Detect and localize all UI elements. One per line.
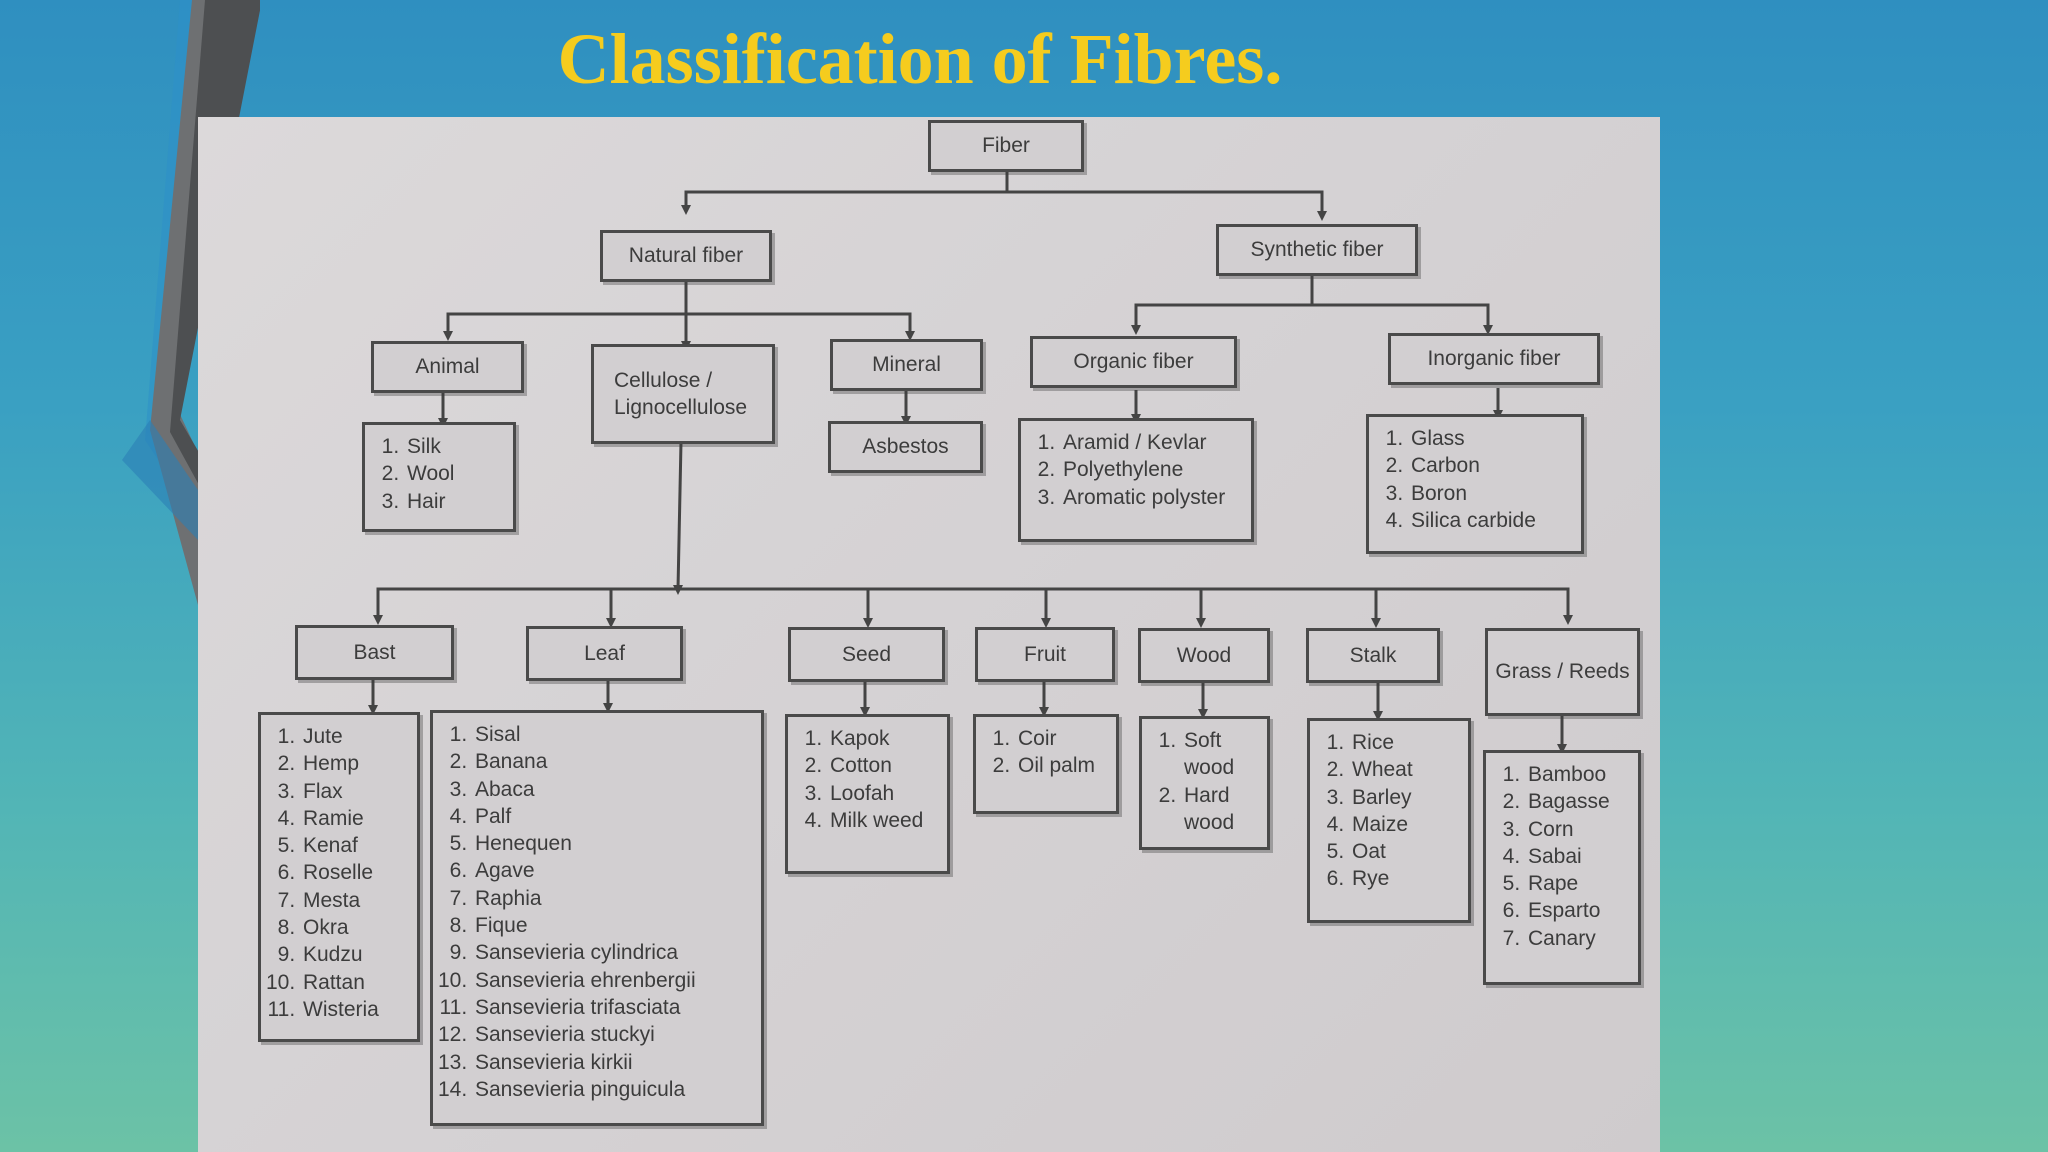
- list-item: Henequen: [473, 830, 755, 857]
- node-natural-fiber: Natural fiber: [600, 230, 772, 282]
- list-item: Silica carbide: [1409, 507, 1575, 534]
- list-animal: Silk Wool Hair: [362, 422, 516, 532]
- list-item: Oat: [1350, 838, 1462, 865]
- list-item: Hard wood: [1182, 782, 1261, 837]
- list-item: Rape: [1526, 870, 1632, 897]
- node-bast: Bast: [295, 625, 454, 680]
- node-inorganic-fiber: Inorganic fiber: [1388, 333, 1600, 385]
- node-wood: Wood: [1138, 628, 1270, 683]
- list-item: Boron: [1409, 480, 1575, 507]
- list-item: Wool: [405, 460, 507, 487]
- list-item: Sabai: [1526, 843, 1632, 870]
- list-item: Hemp: [301, 750, 411, 777]
- list-wood: Soft wood Hard wood: [1139, 716, 1270, 850]
- list-item: Wisteria: [301, 996, 411, 1023]
- node-fiber: Fiber: [928, 120, 1084, 172]
- list-grass-reeds: Bamboo Bagasse Corn Sabai Rape Esparto C…: [1483, 750, 1641, 985]
- list-fruit: Coir Oil palm: [973, 714, 1119, 814]
- list-item: Sansevieria ehrenbergii: [473, 967, 755, 994]
- list-item: Maize: [1350, 811, 1462, 838]
- list-item: Bagasse: [1526, 788, 1632, 815]
- list-organic: Aramid / Kevlar Polyethylene Aromatic po…: [1018, 418, 1254, 542]
- list-item: Ramie: [301, 805, 411, 832]
- list-item: Flax: [301, 778, 411, 805]
- list-item: Sansevieria kirkii: [473, 1049, 755, 1076]
- list-item: Mesta: [301, 887, 411, 914]
- slide-title: Classification of Fibres.: [557, 19, 1283, 99]
- list-item: Hair: [405, 488, 507, 515]
- list-item: Cotton: [828, 752, 941, 779]
- list-item: Corn: [1526, 816, 1632, 843]
- list-item: Wheat: [1350, 756, 1462, 783]
- list-item: Roselle: [301, 859, 411, 886]
- list-item: Kenaf: [301, 832, 411, 859]
- node-organic-fiber: Organic fiber: [1030, 336, 1237, 388]
- connector-lines: [368, 165, 1573, 754]
- list-item: Barley: [1350, 784, 1462, 811]
- list-item: Aromatic polyster: [1061, 484, 1245, 511]
- list-inorganic: Glass Carbon Boron Silica carbide: [1366, 414, 1584, 554]
- list-item: Loofah: [828, 780, 941, 807]
- list-item: Sansevieria pinguicula: [473, 1076, 755, 1103]
- list-item: Milk weed: [828, 807, 941, 834]
- list-item: Polyethylene: [1061, 456, 1245, 483]
- list-item: Banana: [473, 748, 755, 775]
- node-cellulose: Cellulose / Lignocellulose: [591, 344, 775, 444]
- list-stalk: Rice Wheat Barley Maize Oat Rye: [1307, 718, 1471, 923]
- list-item: Rye: [1350, 865, 1462, 892]
- list-item: Agave: [473, 857, 755, 884]
- list-item: Sansevieria trifasciata: [473, 994, 755, 1021]
- node-animal: Animal: [371, 341, 524, 393]
- list-item: Esparto: [1526, 897, 1632, 924]
- list-item: Rice: [1350, 729, 1462, 756]
- node-asbestos: Asbestos: [828, 421, 983, 473]
- list-item: Aramid / Kevlar: [1061, 429, 1245, 456]
- fibre-classification-diagram: Fiber Natural fiber Synthetic fiber Anim…: [198, 117, 1660, 1152]
- list-item: Canary: [1526, 925, 1632, 952]
- list-leaf: Sisal Banana Abaca Palf Henequen Agave R…: [430, 710, 764, 1126]
- list-item: Sisal: [473, 721, 755, 748]
- node-leaf: Leaf: [526, 626, 683, 681]
- node-fruit: Fruit: [975, 627, 1115, 682]
- list-seed: Kapok Cotton Loofah Milk weed: [785, 714, 950, 874]
- list-item: Kudzu: [301, 941, 411, 968]
- node-stalk: Stalk: [1306, 628, 1440, 683]
- list-bast: Jute Hemp Flax Ramie Kenaf Roselle Mesta…: [258, 712, 420, 1042]
- list-item: Bamboo: [1526, 761, 1632, 788]
- list-item: Abaca: [473, 776, 755, 803]
- list-item: Sansevieria stuckyi: [473, 1021, 755, 1048]
- list-item: Carbon: [1409, 452, 1575, 479]
- list-item: Oil palm: [1016, 752, 1110, 779]
- node-synthetic-fiber: Synthetic fiber: [1216, 224, 1418, 276]
- list-item: Sansevieria cylindrica: [473, 939, 755, 966]
- list-item: Okra: [301, 914, 411, 941]
- list-item: Rattan: [301, 969, 411, 996]
- node-grass-reeds: Grass / Reeds: [1485, 628, 1640, 716]
- list-item: Coir: [1016, 725, 1110, 752]
- list-item: Kapok: [828, 725, 941, 752]
- list-item: Jute: [301, 723, 411, 750]
- list-item: Soft wood: [1182, 727, 1261, 782]
- list-item: Glass: [1409, 425, 1575, 452]
- node-seed: Seed: [788, 627, 945, 682]
- list-item: Raphia: [473, 885, 755, 912]
- list-item: Palf: [473, 803, 755, 830]
- list-item: Silk: [405, 433, 507, 460]
- node-mineral: Mineral: [830, 339, 983, 391]
- list-item: Fique: [473, 912, 755, 939]
